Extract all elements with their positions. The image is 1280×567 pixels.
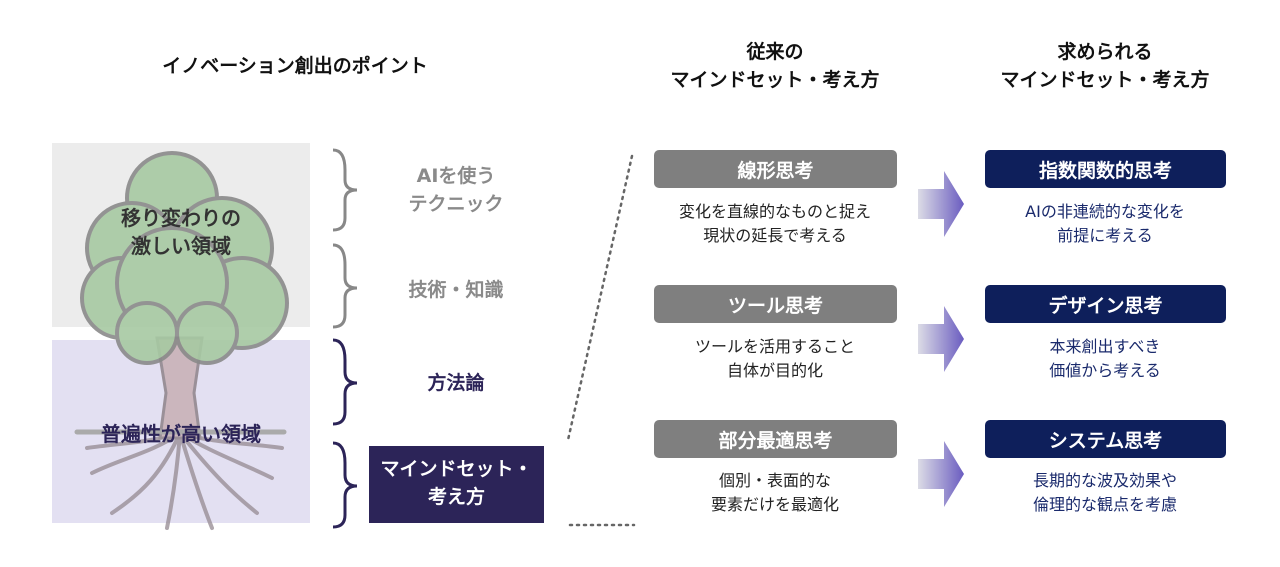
new-mindset-exponential: 指数関数的思考 (985, 150, 1226, 188)
old-mindset-linear-desc: 変化を直線的なものと捉え現状の延長で考える (640, 200, 910, 248)
old-mindset-partial: 部分最適思考 (654, 420, 897, 458)
arrow-right-icon (918, 441, 964, 507)
brace-icon (332, 338, 358, 426)
traditional-column-header: 従来の マインドセット・考え方 (640, 38, 910, 94)
desc-line: 価値から考える (1049, 361, 1161, 380)
old-mindset-partial-desc: 個別・表面的な要素だけを最適化 (640, 469, 910, 517)
new-mindset-exponential-desc: AIの非連続的な変化を前提に考える (970, 200, 1240, 248)
desc-line: 長期的な波及効果や (1032, 471, 1177, 490)
new-mindset-design: デザイン思考 (985, 285, 1226, 323)
brace-icon (332, 243, 358, 329)
tree-canopy-icon (80, 151, 289, 365)
layer-mindset-line2: 考え方 (427, 486, 485, 508)
arrow-right-icon (918, 306, 964, 372)
desc-line: 要素だけを最適化 (710, 495, 839, 514)
brace-icon (332, 441, 358, 529)
old-mindset-tool-desc: ツールを活用すること自体が目的化 (640, 335, 910, 383)
old-mindset-linear: 線形思考 (654, 150, 897, 188)
desc-line: 現状の延長で考える (703, 226, 847, 245)
desc-line: AIの非連続的な変化を (1025, 202, 1185, 221)
upper-zone-line1: 移り変わりの (121, 206, 241, 230)
required-header-line2: マインドセット・考え方 (1000, 69, 1210, 91)
desc-line: 倫理的な観点を考慮 (1032, 495, 1177, 514)
layer-technique-line1: AIを使う (416, 165, 496, 187)
arrow-right-icon (918, 171, 964, 237)
desc-line: 自体が目的化 (726, 361, 823, 380)
new-mindset-system-desc: 長期的な波及効果や倫理的な観点を考慮 (970, 469, 1240, 517)
desc-line: 前提に考える (1057, 226, 1153, 245)
traditional-header-line2: マインドセット・考え方 (670, 69, 880, 91)
required-header-line1: 求められる (1057, 41, 1153, 63)
new-mindset-system: システム思考 (985, 420, 1226, 458)
layer-knowledge: 技術・知識 (408, 279, 504, 301)
required-column-header: 求められる マインドセット・考え方 (970, 38, 1240, 94)
brace-icons (332, 148, 358, 529)
layer-methodology: 方法論 (427, 372, 485, 394)
tree-illustration (74, 151, 289, 530)
layer-technique-line2: テクニック (408, 193, 504, 215)
desc-line: 本来創出すべき (1049, 337, 1161, 356)
new-mindset-design-desc: 本来創出すべき価値から考える (970, 335, 1240, 383)
desc-line: 変化を直線的なものと捉え (678, 202, 871, 221)
old-mindset-tool: ツール思考 (654, 285, 897, 323)
traditional-header-line1: 従来の (746, 41, 804, 63)
left-title: イノベーション創出のポイント (162, 55, 428, 77)
lower-zone-label: 普遍性が高い領域 (101, 422, 261, 446)
upper-zone-line2: 激しい領域 (131, 234, 231, 258)
brace-icon (332, 148, 358, 232)
layer-technique: AIを使う テクニック (370, 162, 542, 218)
layer-mindset: マインドセット・ 考え方 (369, 446, 544, 523)
desc-line: ツールを活用すること (694, 337, 855, 356)
desc-line: 個別・表面的な (718, 471, 831, 490)
layer-mindset-line1: マインドセット・ (380, 458, 533, 480)
upper-zone-label: 移り変わりの 激しい領域 (52, 204, 310, 260)
dotted-connector-lines (566, 154, 636, 527)
